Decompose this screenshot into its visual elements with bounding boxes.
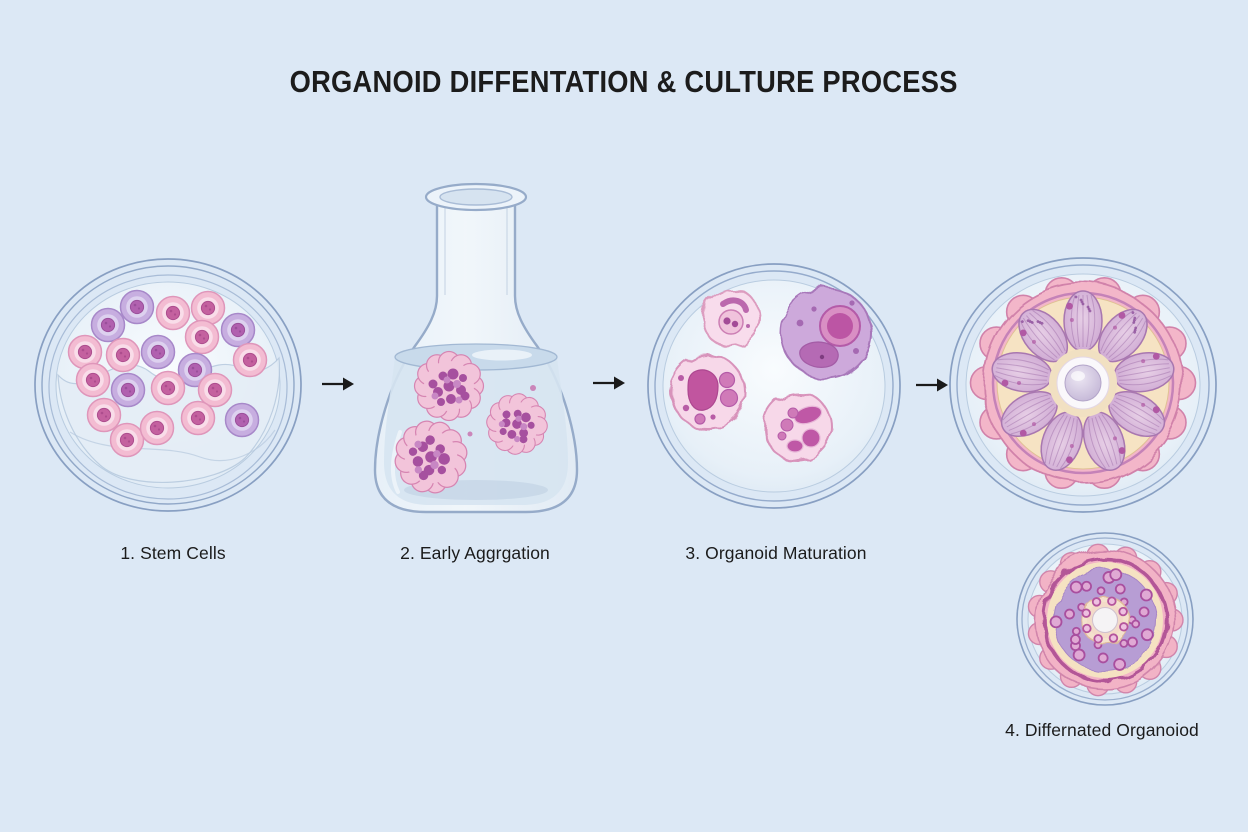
stem-cell [232,342,268,378]
stem-cell [140,334,176,370]
stem-cell [155,295,191,331]
stage-label-early-aggregation: 2. Early Aggrgation [400,543,550,563]
organoid-petal [1113,352,1175,393]
stage-label-organoid-maturation: 3. Organoid Maturation [685,543,867,563]
organoid-blob [701,288,761,348]
stem-cell [67,334,103,370]
stem-cell [190,290,226,326]
stage-label-stem-cells: 1. Stem Cells [120,543,226,563]
stem-cell [180,400,216,436]
arrow-right-icon [593,376,625,390]
erlenmeyer-flask [373,182,579,514]
stem-cell [105,337,141,373]
cell-aggregate [413,350,485,422]
stem-cell [110,372,146,408]
stem-cell [86,397,122,433]
petri-dish-organoid-maturation [647,263,901,509]
stage-label-differentiated-organoid: 4. Differnated Organoiod [1005,720,1199,740]
cell-aggregate [394,420,468,494]
differentiated-organoid-large [949,257,1217,513]
stem-cell [119,289,155,325]
cell-aggregate [486,393,548,455]
stem-cell [224,402,260,438]
arrow-right-icon [322,377,354,391]
organoid-petal [1063,290,1103,352]
organoid-blob [780,287,872,379]
organoid-petal [1108,390,1166,438]
stem-cell [184,319,220,355]
organoid-blob [670,354,746,430]
stem-cell [197,372,233,408]
differentiated-organoid-small [1016,532,1194,706]
stem-cell [150,370,186,406]
organoid-lumen [1064,364,1102,402]
stem-cell [75,362,111,398]
stem-cell [139,410,175,446]
organoid-blob [763,392,833,462]
organoid-petal [1082,411,1126,471]
diagram-title: ORGANOID DIFFENTATION & CULTURE PROCESS [289,64,958,99]
stem-cell [220,312,256,348]
petri-dish-stem-cells [34,258,302,512]
stem-cell [109,422,145,458]
stem-cell [90,307,126,343]
arrow-right-icon [916,378,948,392]
